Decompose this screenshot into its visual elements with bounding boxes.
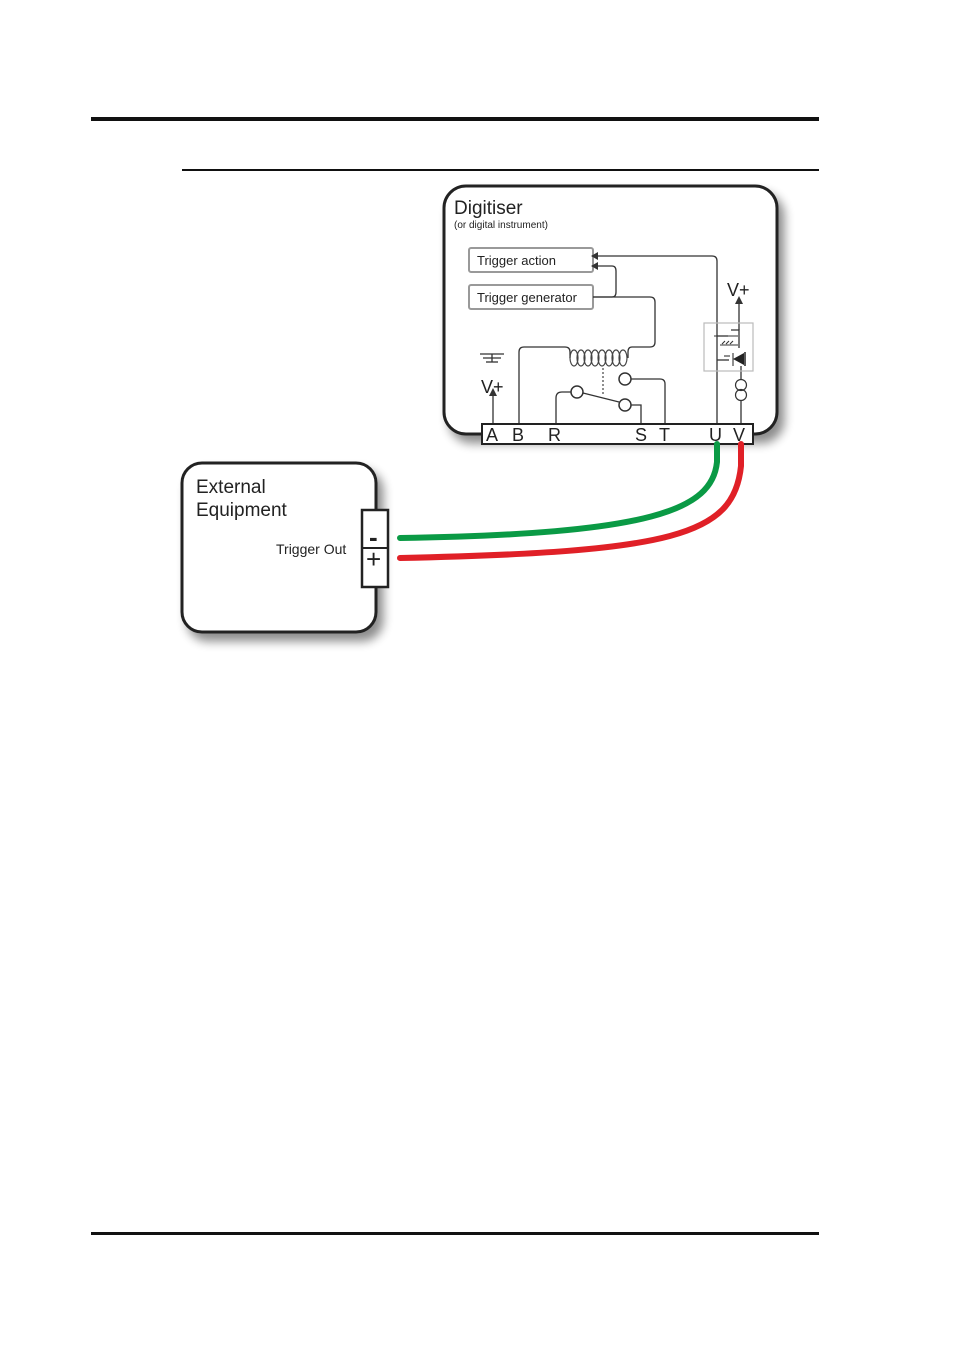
footer-rule xyxy=(91,1232,819,1235)
external-title-line1: External xyxy=(196,477,266,498)
relay-coil-icon xyxy=(569,349,628,396)
terminal-s: S xyxy=(635,425,647,445)
terminal-a: A xyxy=(486,425,498,445)
terminal-t: T xyxy=(659,425,670,445)
terminal-b: B xyxy=(512,425,524,445)
trigger-generator-label: Trigger generator xyxy=(477,290,578,305)
header-rule-thin xyxy=(182,169,819,171)
optocoupler-icon xyxy=(703,322,754,372)
external-equipment-box: External Equipment Trigger Out - + xyxy=(180,461,390,634)
trigger-action-box xyxy=(468,247,594,273)
terminal-strip xyxy=(481,423,754,445)
vplus-left-label: V+ xyxy=(481,377,504,397)
header-rule-top xyxy=(91,117,819,121)
relay-switch-icon xyxy=(570,372,632,412)
terminal-plus: + xyxy=(366,544,381,574)
terminal-minus: - xyxy=(369,522,378,552)
terminal-u: U xyxy=(709,425,722,445)
trigger-out-label: Trigger Out xyxy=(276,541,346,557)
external-title-line2: Equipment xyxy=(196,500,288,521)
terminal-r: R xyxy=(548,425,561,445)
current-source-icon xyxy=(734,378,748,402)
wire-negative-green xyxy=(397,441,720,541)
wire-positive-red xyxy=(397,441,744,561)
digitiser-subtitle: (or digital instrument) xyxy=(454,220,548,231)
digitiser-title: Digitiser xyxy=(454,198,523,219)
digitiser-box: Digitiser (or digital instrument) Trigge… xyxy=(442,184,779,445)
terminal-v: V xyxy=(733,425,745,445)
ground-icon xyxy=(480,353,504,363)
vplus-right-label: V+ xyxy=(727,280,750,300)
wires xyxy=(397,441,744,561)
trigger-action-label: Trigger action xyxy=(477,253,556,268)
